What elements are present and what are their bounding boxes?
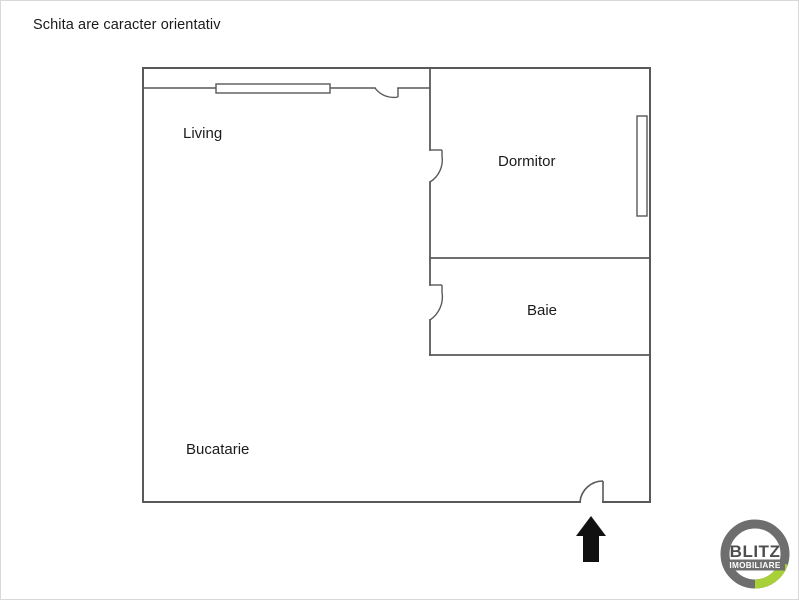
door-dormitor-arc: [429, 155, 443, 183]
door-entrance: [579, 480, 604, 503]
door-living: [374, 87, 399, 99]
door-baie: [429, 284, 444, 321]
room-label-dormitor: Dormitor: [498, 153, 556, 170]
logo-subtitle-band: [725, 559, 785, 571]
logo-subtitle-text: IMOBILIARE: [729, 561, 780, 570]
entrance-arrow: [576, 516, 606, 562]
room-label-bucatarie: Bucatarie: [186, 441, 250, 458]
room-label-baie: Baie: [527, 302, 558, 319]
window-living: [215, 83, 331, 94]
room-label-living: Living: [183, 125, 223, 142]
brand-logo: BLITZ IMOBILIARE: [714, 513, 796, 595]
door-entrance-arc: [579, 480, 604, 503]
logo-brand-text: BLITZ: [730, 542, 781, 561]
window-dormitor: [636, 115, 648, 217]
door-baie-arc: [429, 291, 444, 321]
interior-walls-horizontal: [429, 257, 651, 356]
door-dormitor: [429, 149, 443, 183]
exterior-walls: [142, 67, 651, 503]
page-title: Schita are caracter orientativ: [33, 17, 221, 33]
door-living-arc: [374, 87, 399, 99]
